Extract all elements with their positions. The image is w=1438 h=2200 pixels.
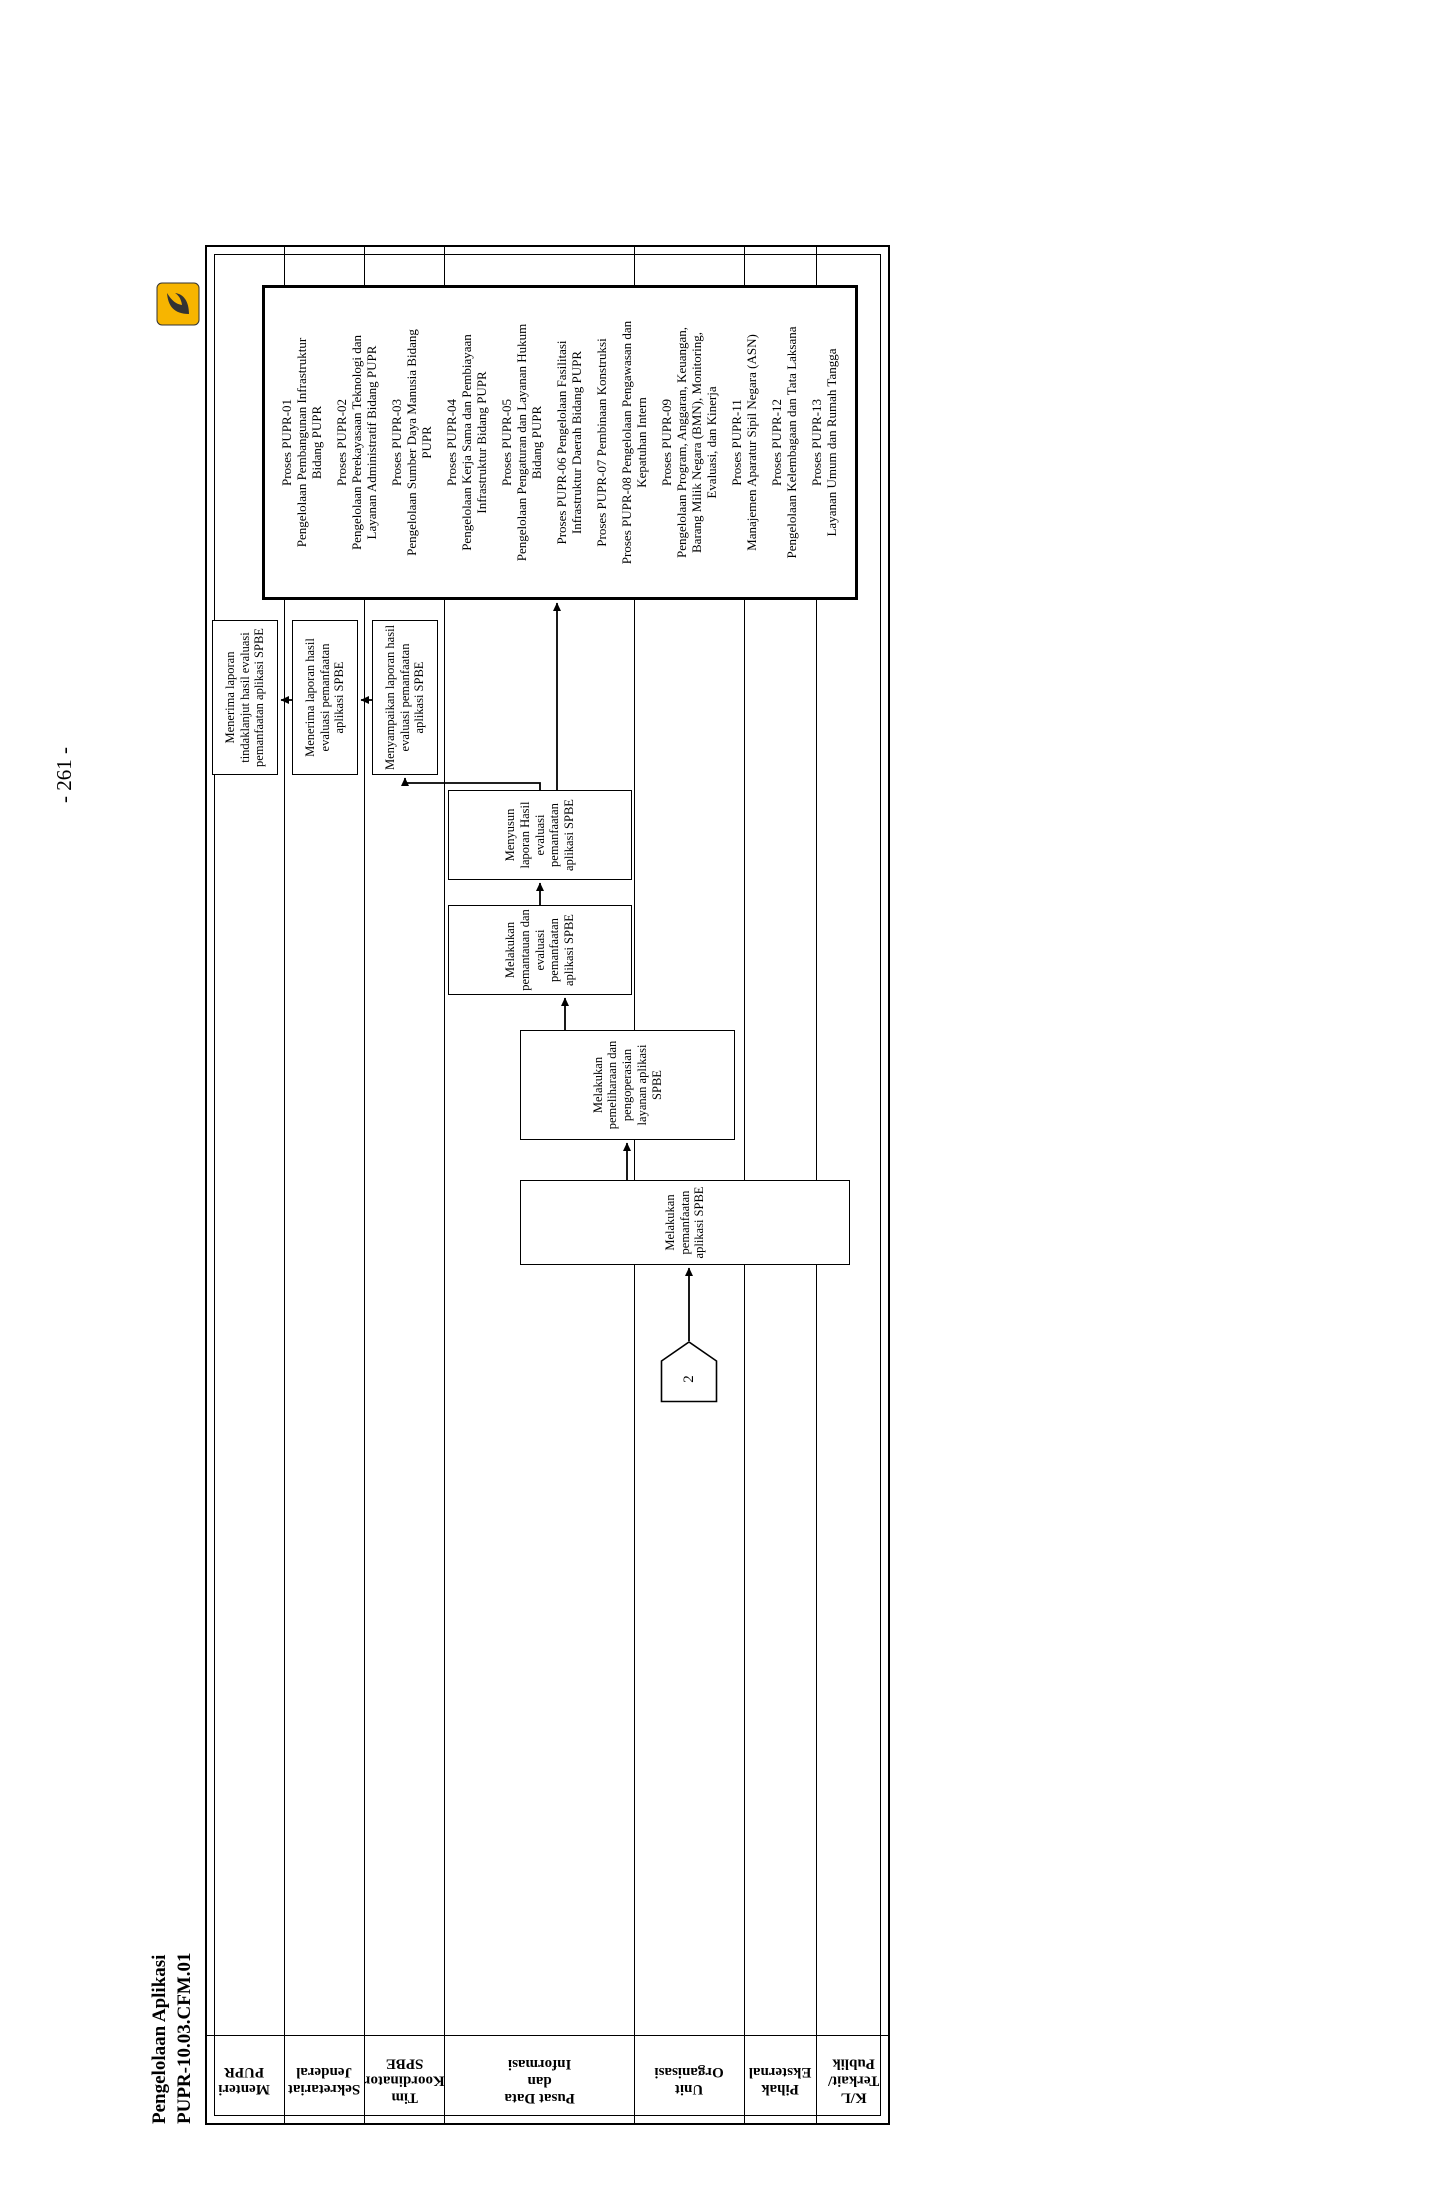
task-box-melakukan-pemanfaatan: Melakukan pemanfaatan aplikasi SPBE: [520, 1180, 850, 1265]
process-item: Proses PUPR-12 Pengelolaan Kelembagaan d…: [768, 326, 799, 559]
lane-label-sekretariat-jenderal: Sekretariat Jenderal: [285, 2035, 364, 2125]
page-number: - 261 -: [52, 747, 76, 803]
lane-label-pusat-data-dan-informasi: Pusat Data dan Informasi: [445, 2035, 634, 2125]
task-box-menerima-tindaklanjut: Menerima laporan tindaklanjut hasil eval…: [212, 620, 278, 775]
process-item: Proses PUPR-13 Layanan Umum dan Rumah Ta…: [808, 348, 839, 537]
task-box-melakukan-pemantauan: Melakukan pemantauan dan evaluasi pemanf…: [448, 905, 632, 995]
lane-label-kl-terkait-publik: K/L Terkait/ Publik: [817, 2035, 890, 2125]
doc-header: Pengelolaan Aplikasi PUPR-10.03.CFM.01: [148, 1953, 197, 2125]
process-list-box: Proses PUPR-01 Pengelolaan Pembangunan I…: [262, 285, 858, 600]
lane-label-tim-koordinator-spbe: Tim Koordinator SPBE: [364, 2035, 445, 2125]
offpage-connector-shape: [660, 1341, 718, 1403]
lane-label-unit-organisasi: Unit Organisasi: [635, 2035, 744, 2125]
doc-title: Pengelolaan Aplikasi: [149, 1954, 170, 2124]
process-item: Proses PUPR-11 Manajemen Aparatur Sipil …: [728, 334, 759, 551]
doc-code: PUPR-10.03.CFM.01: [173, 1952, 195, 2125]
task-box-menyusun-laporan: Menyusun laporan Hasil evaluasi pemanfaa…: [448, 790, 632, 880]
task-box-melakukan-pemeliharaan: Melakukan pemeliharaan dan pengoperasian…: [520, 1030, 735, 1140]
offpage-connector-2: 2: [660, 1339, 718, 1403]
process-item: Proses PUPR-08 Pengelolaan Pengawasan da…: [619, 320, 649, 565]
process-item: Proses PUPR-03 Pengelolaan Sumber Daya M…: [389, 329, 434, 556]
process-item: Proses PUPR-09 Pengelolaan Program, Angg…: [659, 326, 719, 559]
lane-label-menteri-pupr: Menteri PUPR: [205, 2035, 284, 2125]
process-item: Proses PUPR-06 Pengelolaan Fasilitasi In…: [553, 340, 584, 545]
process-item: Proses PUPR-05 Pengelolaan Pengaturan da…: [498, 323, 544, 562]
task-box-menerima-laporan: Menerima laporan hasil evaluasi pemanfaa…: [292, 620, 358, 775]
offpage-connector-label: 2: [680, 1375, 697, 1383]
pupr-logo-icon: [156, 282, 200, 326]
lane-label-pihak-eksternal: Pihak Eksternal: [745, 2035, 816, 2125]
process-item: Proses PUPR-04 Pengelolaan Kerja Sama da…: [444, 334, 489, 551]
process-list: Proses PUPR-01 Pengelolaan Pembangunan I…: [265, 288, 855, 597]
process-item: Proses PUPR-02 Pengelolaan Perekayasaan …: [334, 334, 379, 551]
task-box-menyampaikan-laporan: Menyampaikan laporan hasil evaluasi pema…: [372, 620, 438, 775]
process-item: Proses PUPR-01 Pengelolaan Pembangunan I…: [279, 337, 325, 548]
process-item: Proses PUPR-07 Pembinaan Konstruksi: [593, 338, 609, 547]
